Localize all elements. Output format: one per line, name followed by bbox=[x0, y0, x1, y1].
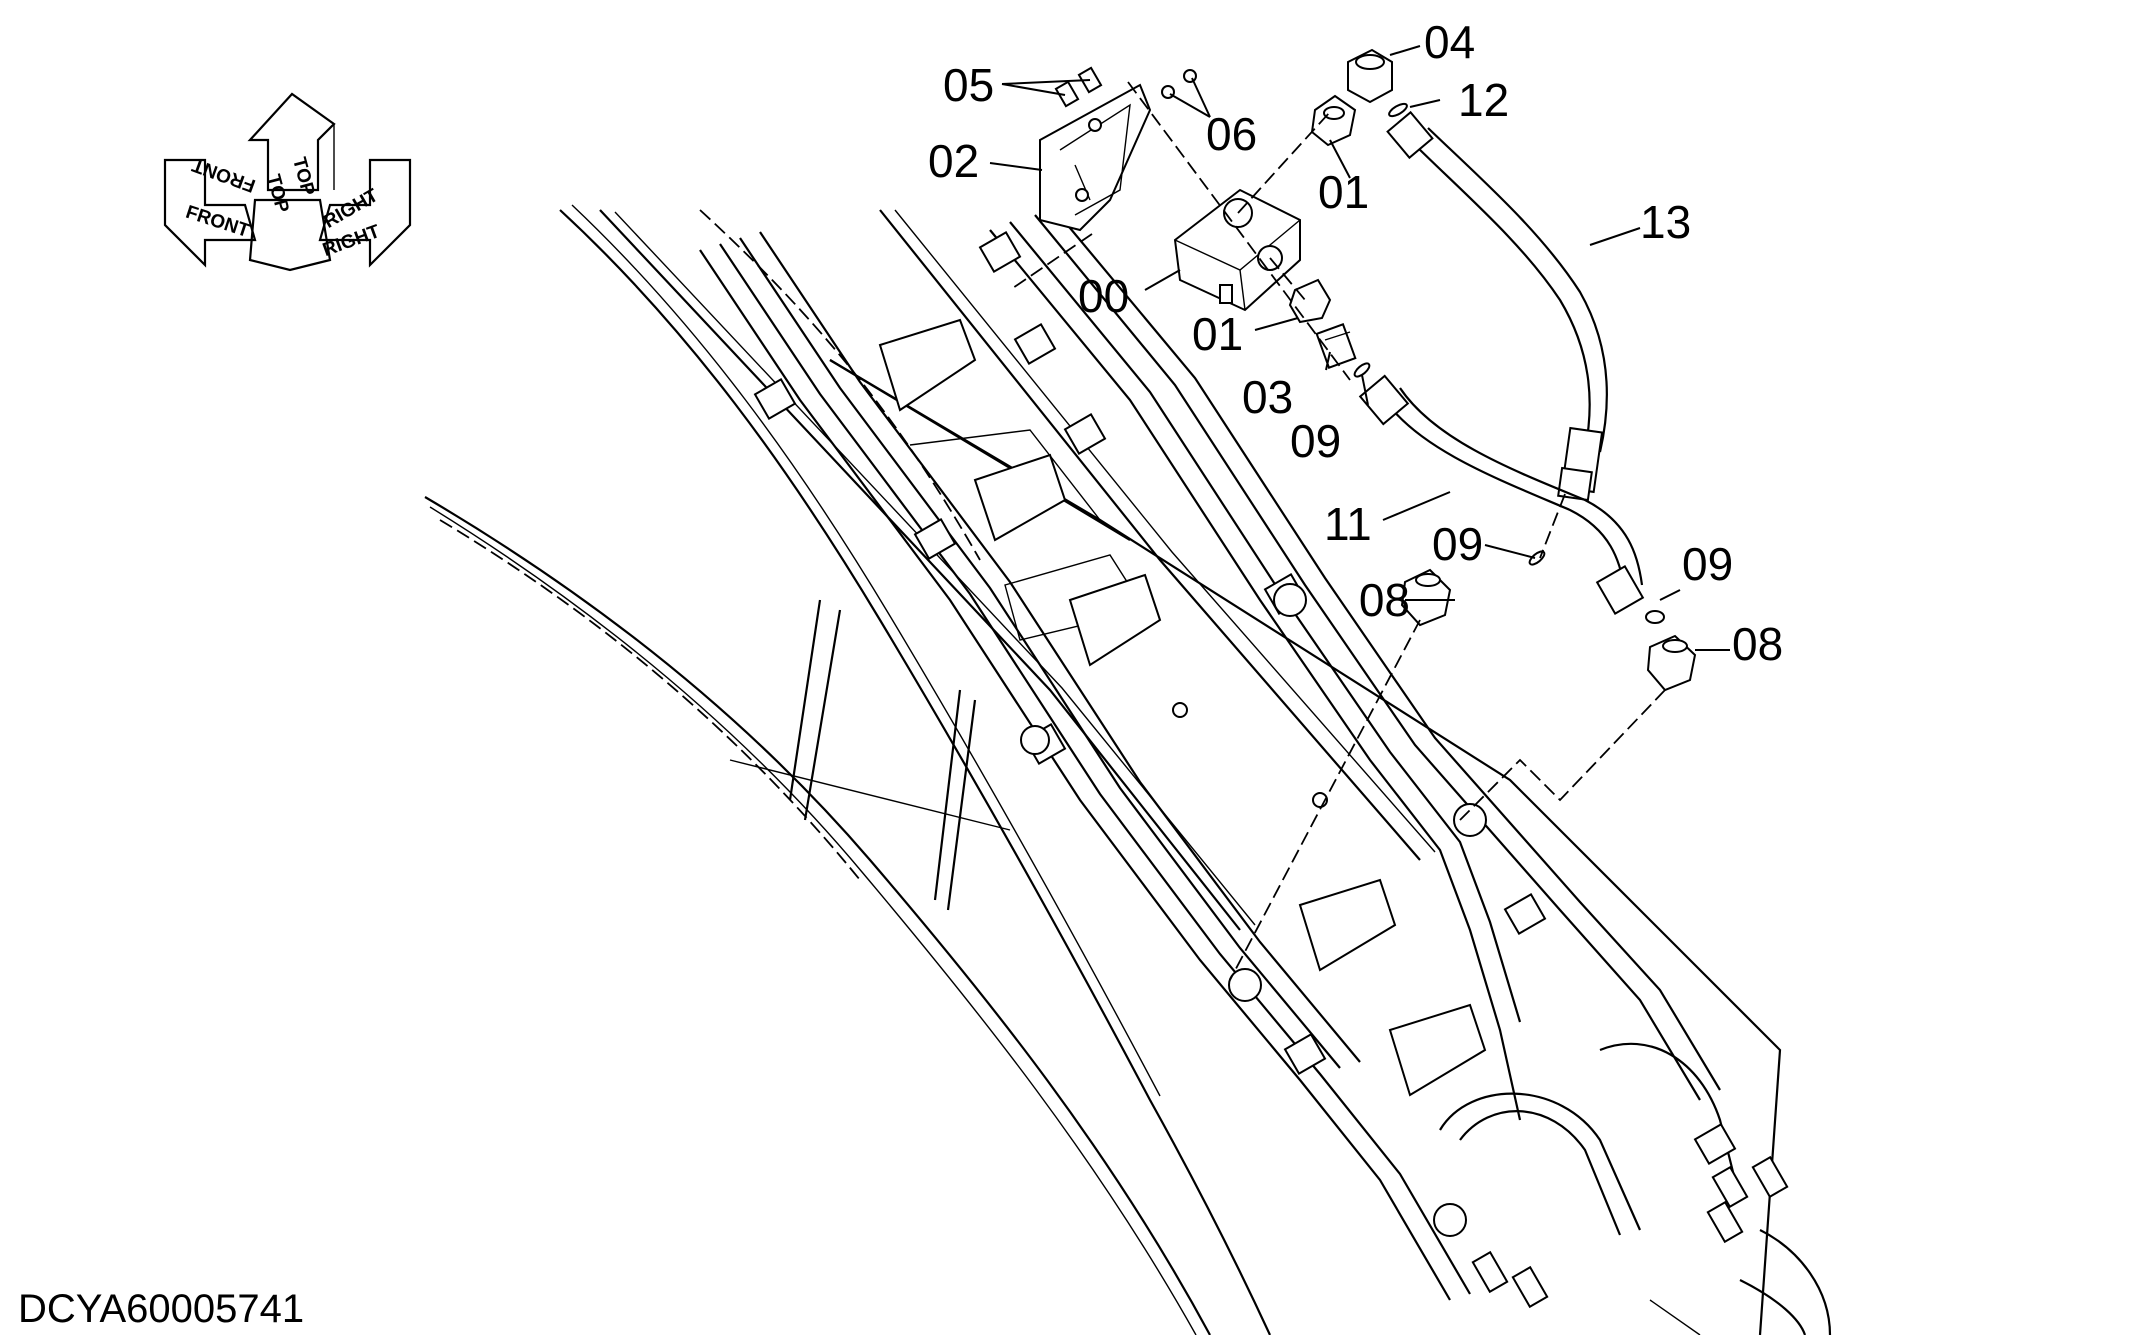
orientation-symbol: FRONT FRONT TOP TOP RIGHT RIGHT bbox=[163, 92, 412, 272]
callout-03: 03 bbox=[1242, 371, 1293, 423]
callout-02: 02 bbox=[928, 135, 979, 187]
callout-labels: 05 04 12 06 02 01 13 00 01 03 09 11 09 0… bbox=[928, 16, 1783, 670]
orientation-top-label: TOP bbox=[262, 172, 292, 215]
o-ring-09-middle bbox=[1528, 550, 1546, 566]
hose-13 bbox=[1386, 110, 1608, 502]
callout-12: 12 bbox=[1458, 74, 1509, 126]
orientation-front-label: FRONT bbox=[183, 202, 252, 242]
callout-13: 13 bbox=[1640, 196, 1691, 248]
fitting-01-lower bbox=[1288, 278, 1332, 324]
drawing-id: DCYA60005741 bbox=[18, 1287, 304, 1331]
callout-11: 11 bbox=[1324, 498, 1372, 550]
hose-11 bbox=[1358, 374, 1645, 615]
bolts-05 bbox=[1054, 66, 1103, 108]
fitting-01-upper bbox=[1310, 94, 1357, 147]
orientation-top-mirrored-label: TOP bbox=[288, 155, 318, 198]
adapter-03 bbox=[1315, 323, 1357, 369]
cap-04 bbox=[1347, 48, 1393, 104]
bracket-plate-02 bbox=[1039, 83, 1152, 232]
elbow-08-right bbox=[1646, 634, 1697, 692]
callout-08-right: 08 bbox=[1732, 618, 1783, 670]
valve-block-00 bbox=[1173, 188, 1301, 312]
callout-09-middle: 09 bbox=[1432, 518, 1483, 570]
callout-04: 04 bbox=[1424, 16, 1475, 68]
o-ring-09-lower bbox=[1645, 610, 1665, 624]
assembly-lines bbox=[1009, 81, 1666, 981]
elbow-08-left bbox=[1400, 568, 1452, 627]
callout-leaders bbox=[989, 45, 1730, 651]
screws-06 bbox=[1161, 69, 1197, 99]
callout-06: 06 bbox=[1206, 108, 1257, 160]
callout-01-upper: 01 bbox=[1318, 166, 1369, 218]
callout-09-right: 09 bbox=[1682, 538, 1733, 590]
boom-frame bbox=[424, 204, 1832, 1335]
mounting-brackets bbox=[878, 318, 1487, 1097]
orientation-front-mirrored-label: FRONT bbox=[189, 154, 258, 196]
callout-05: 05 bbox=[943, 59, 994, 111]
o-ring-09-upper bbox=[1353, 362, 1371, 378]
callout-08-left: 08 bbox=[1359, 574, 1410, 626]
o-ring-12 bbox=[1388, 102, 1408, 118]
callout-09-upper: 09 bbox=[1290, 415, 1341, 467]
hydraulic-lines bbox=[699, 209, 1789, 1309]
callout-01-lower: 01 bbox=[1192, 308, 1243, 360]
callout-00: 00 bbox=[1078, 270, 1129, 322]
